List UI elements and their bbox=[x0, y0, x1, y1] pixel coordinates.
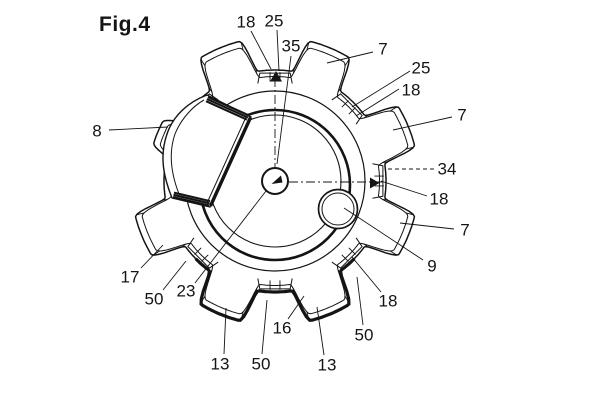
leader-line-16 bbox=[287, 295, 305, 320]
valley-slot-tick bbox=[348, 247, 356, 255]
ref-label-8: 8 bbox=[92, 122, 101, 141]
tooth-bevel-tick bbox=[208, 269, 213, 275]
leader-line-13 bbox=[316, 306, 325, 356]
ref-label-9: 9 bbox=[427, 257, 436, 276]
valley-slot-tick bbox=[341, 100, 349, 108]
latch-plate-outline bbox=[162, 94, 252, 208]
tooth-bevel-tick bbox=[200, 295, 206, 304]
ref-label-35: 35 bbox=[282, 37, 301, 56]
tooth-bevel-tick bbox=[162, 198, 168, 201]
latch-plate-top-hatch bbox=[205, 96, 250, 121]
index-markers bbox=[270, 71, 380, 189]
leader-line-7 bbox=[392, 116, 453, 131]
leader-line-8 bbox=[108, 126, 169, 131]
leader-line-18 bbox=[380, 180, 428, 197]
figure-title: Fig.4 bbox=[99, 13, 151, 36]
latch-plate-bottom-hatch bbox=[172, 191, 211, 207]
valley-slot-tick bbox=[341, 254, 349, 262]
ball-detent-outer bbox=[317, 188, 359, 230]
leader-line-18 bbox=[355, 88, 400, 117]
tooth-bevel-tick bbox=[292, 288, 295, 294]
tooth-bevel-tick bbox=[255, 68, 258, 74]
tooth-bevel-tick bbox=[240, 42, 244, 51]
leader-line-23 bbox=[194, 190, 267, 284]
leader-line-7 bbox=[399, 222, 455, 230]
hub-pointer bbox=[271, 175, 283, 184]
latch-plate bbox=[162, 94, 253, 208]
tooth-bevel-tick bbox=[389, 106, 398, 112]
leader-line-35 bbox=[276, 55, 292, 165]
leader-line-13 bbox=[223, 307, 227, 355]
leader-line-7 bbox=[326, 51, 374, 64]
ref-label-34: 34 bbox=[438, 160, 457, 179]
ref-label-13: 13 bbox=[318, 356, 337, 375]
tooth-bevel-tick bbox=[344, 295, 350, 304]
tooth-bevel-tick bbox=[363, 114, 369, 119]
latch-plate-inner-line bbox=[170, 99, 205, 195]
valley-slot bbox=[331, 93, 363, 125]
index-triangle-right bbox=[370, 177, 380, 189]
ref-label-50: 50 bbox=[252, 355, 271, 374]
valley-slot bbox=[331, 237, 363, 269]
ref-label-50: 50 bbox=[145, 290, 164, 309]
leader-line-18 bbox=[250, 30, 272, 70]
tooth-bevel-tick bbox=[405, 146, 414, 150]
ref-label-18: 18 bbox=[237, 13, 256, 32]
ref-label-17: 17 bbox=[121, 268, 140, 287]
valley-slot-tick bbox=[201, 254, 209, 262]
sprocket-body bbox=[134, 40, 416, 322]
tooth-bevel-tick bbox=[306, 311, 310, 320]
gear-bottom-heavy-edge bbox=[194, 257, 356, 322]
leader-line-25 bbox=[351, 70, 411, 108]
ref-label-23: 23 bbox=[177, 282, 196, 301]
tooth-bevel-tick bbox=[200, 58, 206, 67]
leader-lines bbox=[108, 29, 455, 356]
leader-line-50 bbox=[261, 299, 268, 355]
tooth-bevel-tick bbox=[344, 58, 350, 67]
leader-line-9 bbox=[343, 207, 424, 261]
leader-line-50 bbox=[162, 260, 187, 291]
leader-line-17 bbox=[140, 244, 164, 269]
ref-label-7: 7 bbox=[378, 40, 387, 59]
tooth-bevel-tick bbox=[240, 311, 244, 320]
ref-label-16: 16 bbox=[273, 319, 292, 338]
ref-label-25: 25 bbox=[412, 59, 431, 78]
ref-label-13: 13 bbox=[211, 355, 230, 374]
tooth-bevel-tick bbox=[306, 42, 310, 51]
valley-slot-tick bbox=[348, 107, 356, 115]
ref-label-7: 7 bbox=[457, 106, 466, 125]
tooth-bevel-tick bbox=[337, 269, 342, 275]
tooth-bevel-tick bbox=[405, 212, 414, 216]
valley-slot bbox=[372, 163, 384, 199]
tooth-bevel-tick bbox=[382, 161, 388, 164]
valley-slot bbox=[257, 278, 293, 290]
tooth-bevel-tick bbox=[389, 250, 398, 256]
latch-plate-right-inner bbox=[206, 115, 247, 204]
tooth-bevel-tick bbox=[208, 87, 213, 93]
tooth-bevel-tick bbox=[136, 212, 145, 216]
tooth-bevel-tick bbox=[382, 198, 388, 201]
tooth-bevel-tick bbox=[181, 243, 187, 248]
tooth-bevel-tick bbox=[363, 243, 369, 248]
index-triangle-up bbox=[270, 71, 282, 82]
valley-slot bbox=[187, 237, 219, 269]
ref-label-18: 18 bbox=[379, 292, 398, 311]
ball-detent-inner bbox=[321, 192, 355, 226]
leader-line-25 bbox=[276, 29, 280, 72]
ref-label-25: 25 bbox=[265, 12, 284, 31]
tooth-bevel-tick bbox=[255, 288, 258, 294]
tooth-bevel-tick bbox=[337, 87, 342, 93]
ref-label-50: 50 bbox=[355, 326, 374, 345]
leader-line-18 bbox=[351, 256, 382, 293]
ref-label-7: 7 bbox=[460, 221, 469, 240]
leader-line-50 bbox=[356, 276, 364, 326]
tooth-bevel-tick bbox=[292, 68, 295, 74]
latch-plate-right-edge bbox=[208, 116, 253, 207]
ref-label-18: 18 bbox=[402, 81, 421, 100]
ref-label-18: 18 bbox=[430, 190, 449, 209]
valley-slot-tick bbox=[194, 247, 202, 255]
